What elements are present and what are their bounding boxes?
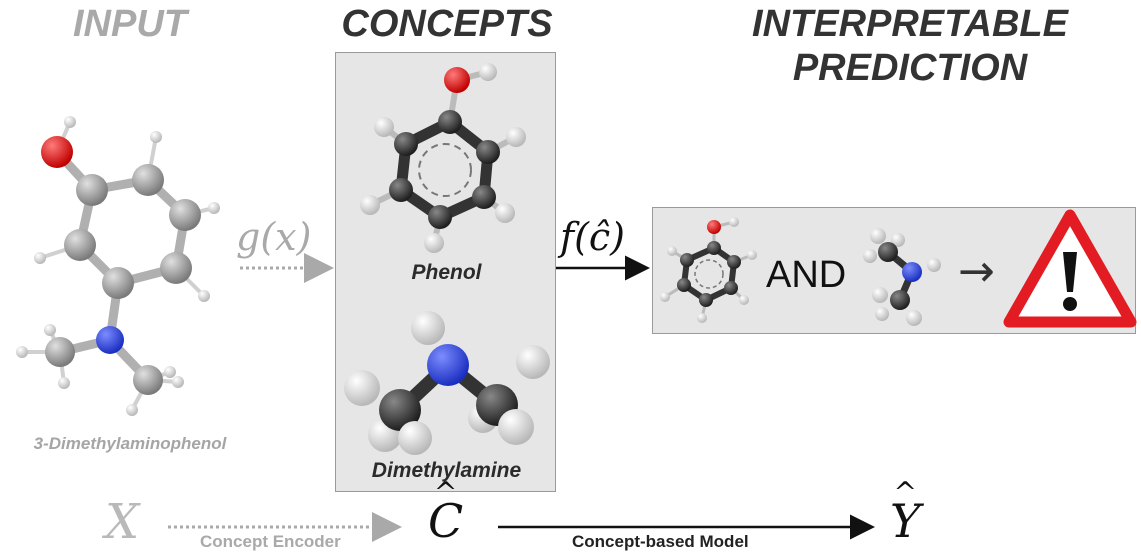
concept-label-phenol: Phenol <box>411 261 482 284</box>
predictor-function-label: f(ĉ) <box>560 215 625 259</box>
input-molecule <box>16 116 220 416</box>
prediction-header-line1: INTERPRETABLE <box>752 3 1068 45</box>
implies-arrow: → <box>958 246 995 297</box>
input-molecule-label: 3-Dimethylaminophenol <box>33 434 227 453</box>
encoder-function-label: g(x) <box>236 215 312 259</box>
prediction-header-line2: PREDICTION <box>792 47 1028 89</box>
concept-label-dimethylamine: Dimethylamine <box>371 459 522 482</box>
and-connective: AND <box>766 254 847 296</box>
prediction-header: INTERPRETABLE PREDICTION <box>700 2 1120 90</box>
dimethylamine-small-icon <box>863 228 941 326</box>
output-symbol-y-hat: ^ Y <box>890 476 921 548</box>
phenol-small-icon <box>660 217 757 323</box>
input-symbol-x: X <box>105 494 140 550</box>
dimethylamine-molecule <box>344 311 550 455</box>
concept-symbol-c-hat: ^ C <box>428 476 464 548</box>
concept-encoder-label: Concept Encoder <box>200 532 341 551</box>
hat-accent-c: ^ <box>433 476 458 509</box>
c-letter: C <box>428 494 464 548</box>
phenol-molecule <box>360 63 526 253</box>
y-letter: Y <box>890 494 921 548</box>
warning-triangle-icon <box>1003 209 1137 328</box>
input-header: INPUT <box>73 3 187 45</box>
hat-accent-y: ^ <box>893 476 917 509</box>
concepts-header: CONCEPTS <box>341 3 553 45</box>
concept-based-model-label: Concept-based Model <box>572 532 749 551</box>
